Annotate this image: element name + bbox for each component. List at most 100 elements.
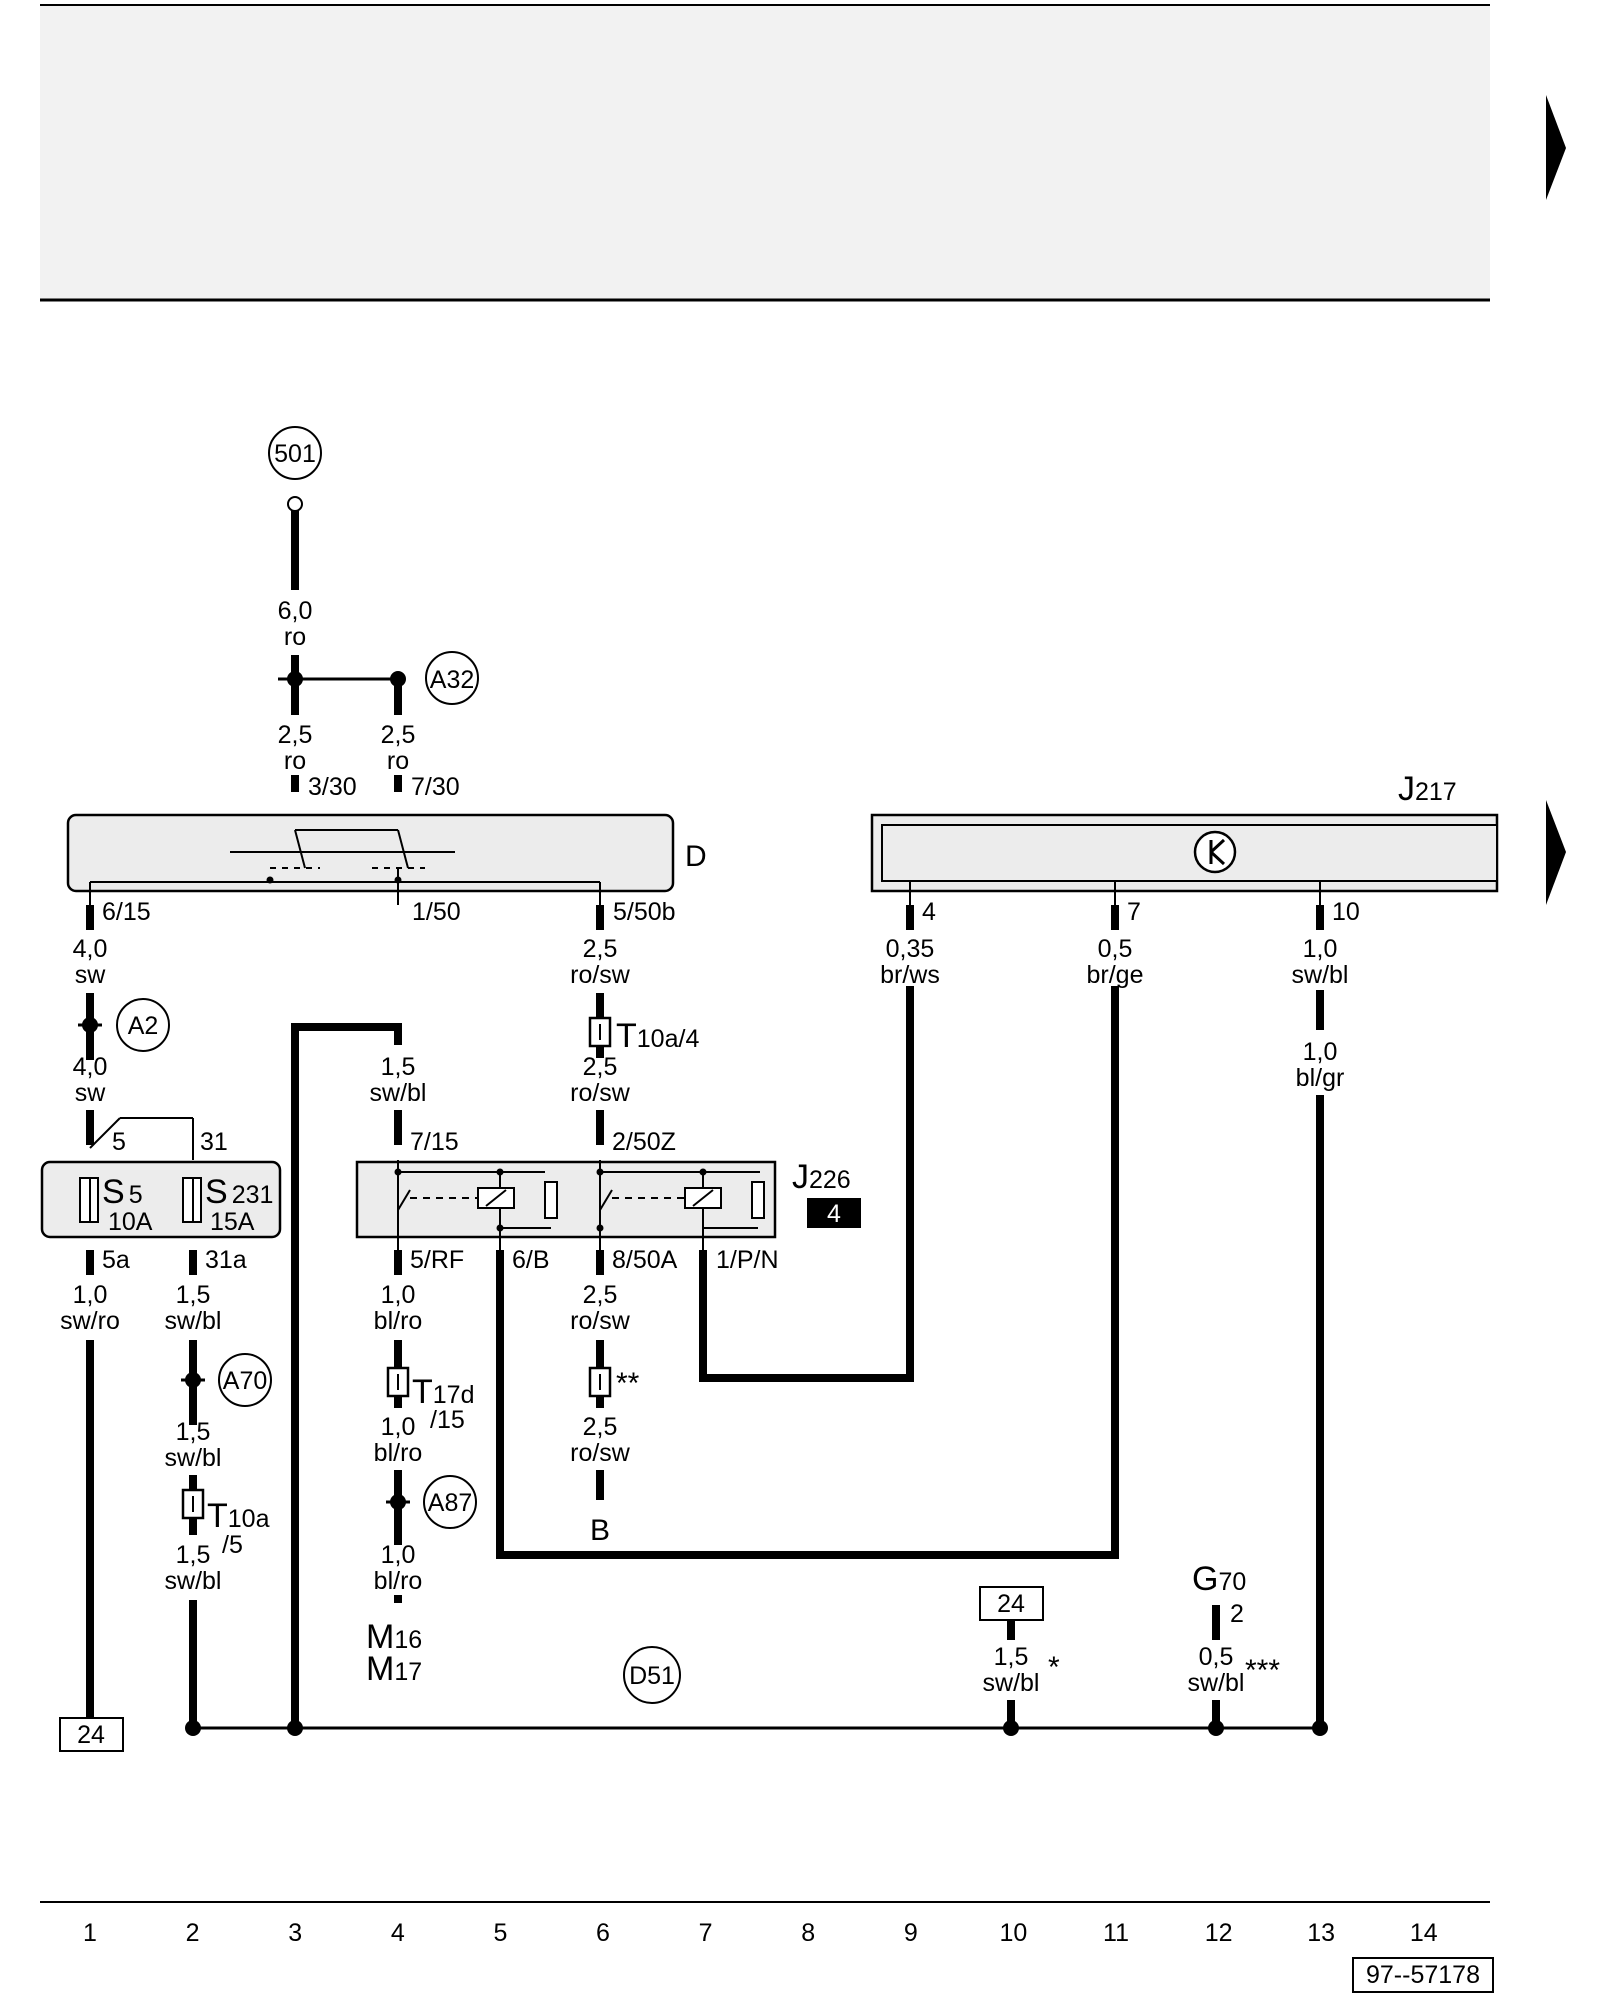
wire-850a2-size: 2,5 [583, 1413, 618, 1441]
wire-6b-to-j217-7[interactable] [496, 986, 1119, 1559]
component-d-label: D [685, 840, 707, 873]
column-number: 10 [999, 1919, 1027, 1947]
wire-850a2-color: ro/sw [570, 1439, 631, 1467]
wire-31a2-color: sw/bl [165, 1444, 222, 1472]
wire-501-size: 6,0 [278, 597, 313, 625]
column-number: 3 [288, 1919, 302, 1947]
motor-m16-label: M16 [366, 1618, 422, 1656]
connector-t17d15-sub: /15 [430, 1406, 465, 1434]
continue-arrow-middle[interactable] [1546, 800, 1566, 905]
wire-rf2-color: bl/ro [374, 1439, 423, 1467]
terminal-501 [287, 496, 303, 512]
wire-850a1-size: 2,5 [583, 1281, 618, 1309]
column-number: 12 [1205, 1919, 1233, 1947]
pin-10: 10 [1332, 898, 1360, 926]
relay-j226-badge[interactable] [807, 1198, 861, 1228]
pin-g70-2: 2 [1230, 1600, 1244, 1628]
node-501[interactable] [268, 426, 322, 480]
relay-j226-dot-4 [699, 1168, 707, 1176]
switch-d-dot-1 [266, 876, 274, 884]
pin-2-50z: 2/50Z [612, 1128, 676, 1156]
node-a32-label: A32 [430, 666, 475, 694]
wire-31a2-size: 1,5 [176, 1418, 211, 1446]
ref-left-label: 24 [77, 1721, 105, 1749]
wire-730-color: ro [387, 747, 409, 775]
fuse-s231-rating: 15A [210, 1208, 255, 1236]
relay-j226-dot-1 [394, 1168, 402, 1176]
wire-615a-size: 4,0 [73, 935, 108, 963]
j217-sensor-icon [1193, 830, 1237, 874]
column-number: 2 [186, 1919, 200, 1947]
j217-sensor-icon-d1 [1209, 838, 1226, 854]
j217-sensor-icon-d2 [1209, 850, 1226, 866]
pin-5-50b: 5/50b [613, 898, 676, 926]
wire-5a-color: sw/ro [60, 1307, 120, 1335]
wire-550b-color: ro/sw [570, 961, 631, 989]
column-number: 5 [493, 1919, 507, 1947]
relay-j226-sw-2 [599, 1189, 613, 1211]
relay-j226-coil-1-mark [485, 1189, 507, 1207]
relay-j226-label: J226 [792, 1158, 851, 1196]
connector-t10a5-sub: /5 [222, 1531, 243, 1559]
node-a87-label: A87 [428, 1489, 473, 1517]
fuse-box[interactable] [40, 1160, 282, 1239]
continue-arrow-top[interactable] [1546, 95, 1566, 200]
wire-g70-mark: *** [1245, 1654, 1280, 1687]
relay-j226-sw-1 [397, 1189, 411, 1211]
node-a87[interactable] [423, 1475, 477, 1529]
pin-6-b: 6/B [512, 1246, 550, 1274]
ref-right-label: 24 [997, 1590, 1025, 1618]
pin-7-30: 7/30 [411, 773, 460, 801]
header-panel [40, 5, 1490, 300]
column-number: 9 [904, 1919, 918, 1947]
fuse-jumper-d [89, 1117, 121, 1149]
wire-615a-color: sw [75, 961, 107, 989]
j217-label: J217 [1398, 770, 1457, 808]
wire-5a-size: 1,0 [73, 1281, 108, 1309]
node-a32[interactable] [425, 651, 479, 705]
relay-j226-diode-2 [751, 1181, 765, 1219]
pin-7-15: 7/15 [410, 1128, 459, 1156]
pin-1-50: 1/50 [412, 898, 461, 926]
connector-double-star-mark: ** [616, 1367, 640, 1400]
ground-dot-col12 [1208, 1720, 1224, 1736]
node-a70-label: A70 [223, 1367, 268, 1395]
wire-330-color: ro [284, 747, 306, 775]
pin-1-p-n: 1/P/N [716, 1246, 779, 1274]
pin-5-rf: 5/RF [410, 1246, 464, 1274]
connector-t17d15-label: T17d [412, 1373, 475, 1411]
switch-d-lever-2 [397, 829, 409, 869]
pin-3-30: 3/30 [308, 773, 357, 801]
wire-615b-size: 4,0 [73, 1053, 108, 1081]
wire-850a1-color: ro/sw [570, 1307, 631, 1335]
wire-rf3-size: 1,0 [381, 1541, 416, 1569]
pin-31: 31 [200, 1128, 228, 1156]
wire-24-color: sw/bl [983, 1669, 1040, 1697]
wire-ground-col3[interactable] [291, 1023, 402, 1728]
wire-j10b-color: bl/gr [1296, 1064, 1345, 1092]
relay-j226-dot-5 [496, 1224, 504, 1232]
wire-550b-size: 2,5 [583, 935, 618, 963]
wire-1pn-to-j217-4[interactable] [699, 986, 914, 1382]
node-a2[interactable] [116, 998, 170, 1052]
wire-615b-color: sw [75, 1079, 107, 1107]
node-a70[interactable] [218, 1353, 272, 1407]
wire-31a3-size: 1,5 [176, 1541, 211, 1569]
connector-t10a5-label: T10a [207, 1497, 270, 1535]
component-b-label: B [590, 1514, 610, 1547]
relay-j226-badge-label: 4 [827, 1200, 841, 1228]
pin-5: 5 [112, 1128, 126, 1156]
node-d51[interactable] [623, 1646, 681, 1704]
column-number: 6 [596, 1919, 610, 1947]
ref-box-left[interactable] [59, 1717, 124, 1752]
wire-715-size: 1,5 [381, 1053, 416, 1081]
control-unit-j217-inner [881, 824, 1498, 882]
node-d51-label: D51 [629, 1662, 675, 1690]
wire-j4-color: br/ws [880, 961, 940, 989]
column-number: 14 [1410, 1919, 1438, 1947]
wire-g70-size: 0,5 [1199, 1643, 1234, 1671]
wire-g70-color: sw/bl [1188, 1669, 1245, 1697]
